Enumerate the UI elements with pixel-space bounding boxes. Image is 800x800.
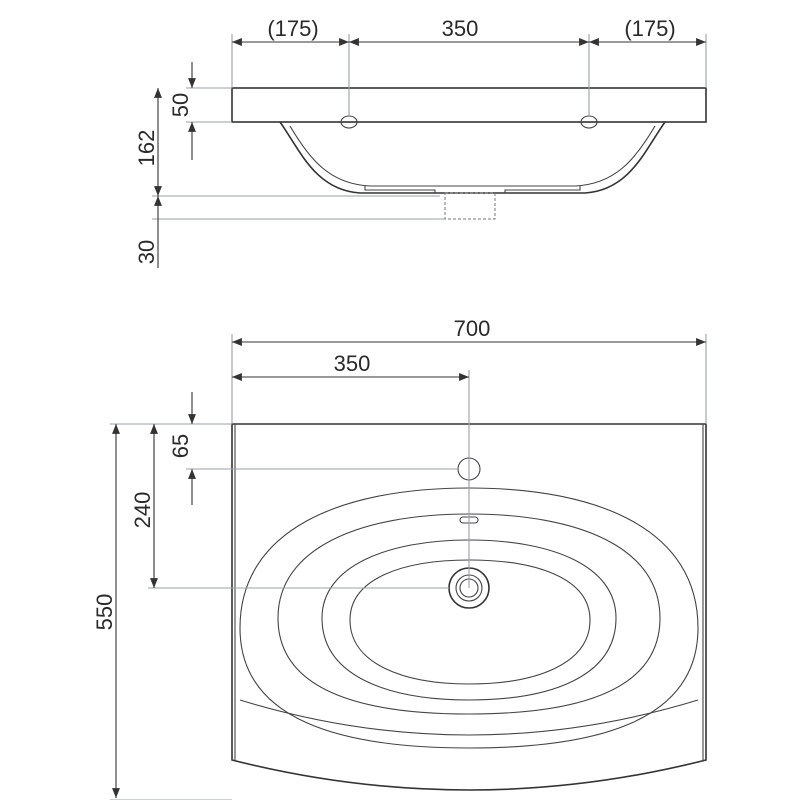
side-dim-right-label: (175) [624,16,675,41]
side-bowl-inner [289,125,656,187]
top-bowl-ring-2 [277,513,661,715]
side-dim-center-label: 350 [442,16,479,41]
top-dim-width-label: 700 [454,316,491,341]
top-bowl-ring-4 [349,559,591,685]
side-bowl-outline [279,121,666,194]
top-dim-tap-label: 65 [168,434,193,458]
top-dim-drain-label: 240 [130,492,155,529]
side-drain [444,192,496,220]
side-view: (175) 350 (175) 50 162 30 [134,16,707,268]
top-dim-half-label: 350 [334,351,371,376]
top-bowl-ring-3 [321,539,617,701]
side-dim-rim-label: 50 [168,93,193,117]
side-dim-depth-label: 162 [134,130,159,167]
side-dim-left-label: (175) [267,16,318,41]
top-view: 700 350 65 240 550 [92,316,707,800]
top-bowl-ring-1 [239,487,699,749]
top-dim-depth-label: 550 [92,594,117,631]
side-dim-drain-label: 30 [134,240,159,264]
side-rim [231,87,707,123]
side-bowl-drain-notch [364,186,581,193]
top-basin-outline [231,423,707,791]
